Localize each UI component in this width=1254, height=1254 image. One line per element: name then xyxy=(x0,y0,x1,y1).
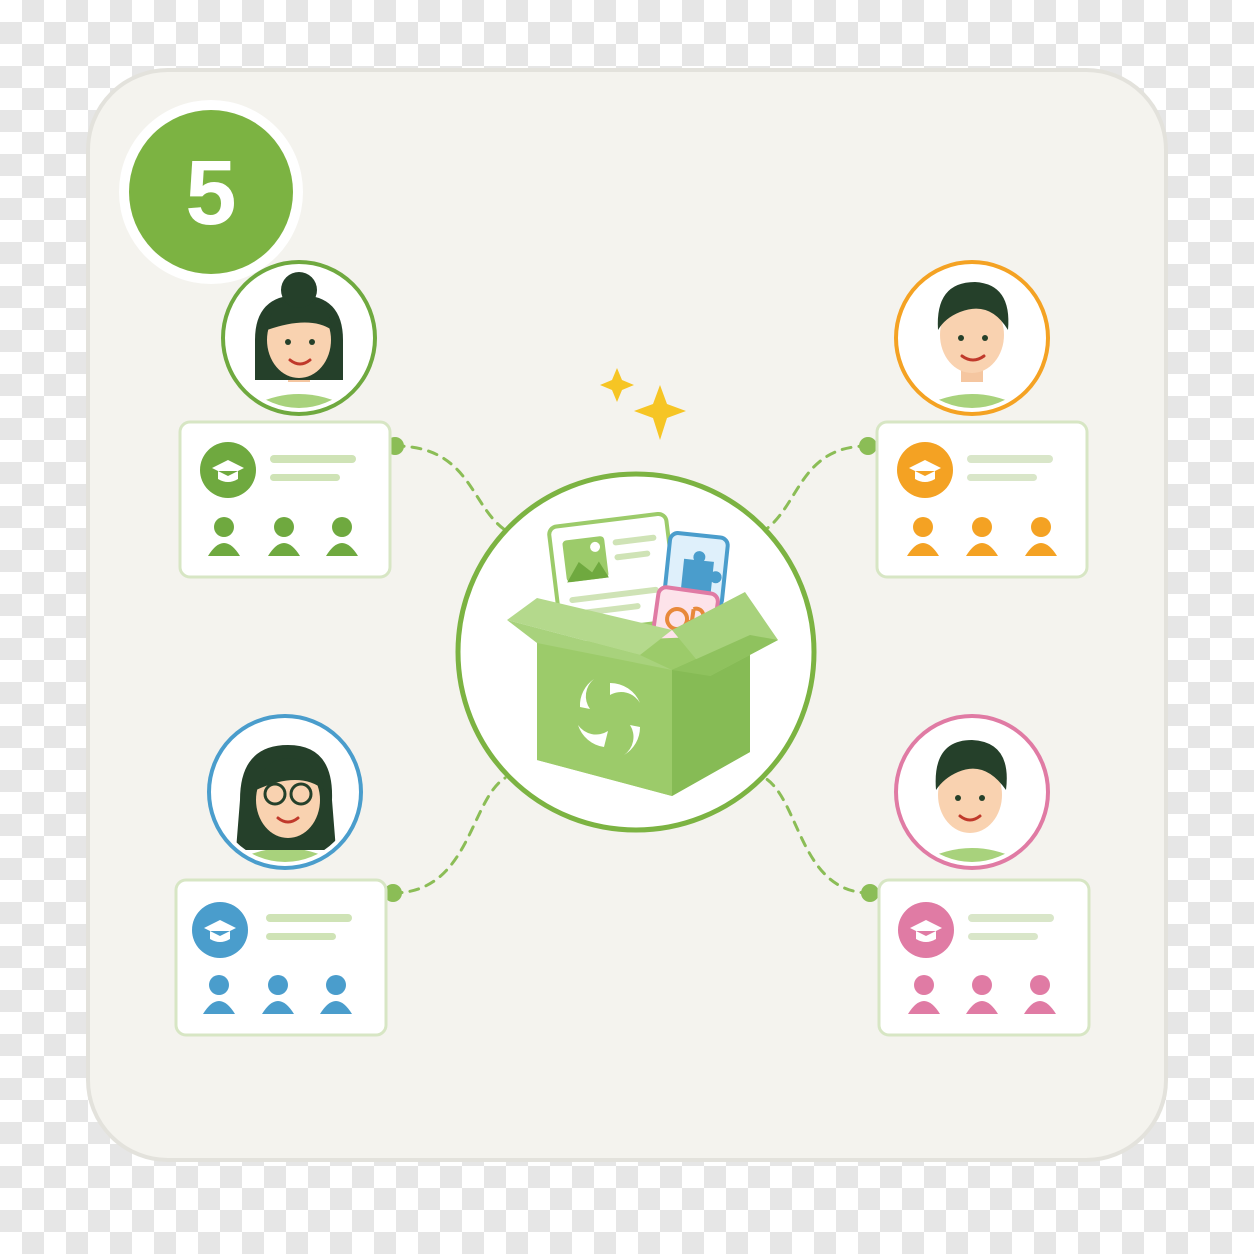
connector-dot xyxy=(384,884,402,902)
step-number: 5 xyxy=(185,142,236,244)
connector-top-right xyxy=(763,444,870,532)
learner-card-bottom-left xyxy=(174,714,388,1037)
package-box-icon xyxy=(507,592,778,796)
connector-top-left xyxy=(393,444,507,532)
people-icons xyxy=(208,517,358,556)
swirl-logo-icon xyxy=(578,679,641,755)
avatar-woman-glasses xyxy=(207,714,363,870)
connector-dot xyxy=(859,437,877,455)
sparkle-icon xyxy=(600,368,686,440)
avatar-man xyxy=(894,260,1050,416)
learner-card-top-right xyxy=(875,260,1089,579)
connector-bottom-right xyxy=(763,776,872,895)
learner-card-top-left xyxy=(178,260,392,579)
connector-bottom-left xyxy=(391,776,507,895)
people-icons xyxy=(907,517,1057,556)
resource-hub xyxy=(455,471,817,833)
connector-dot xyxy=(861,884,879,902)
learner-card-bottom-right xyxy=(877,714,1091,1037)
connectors xyxy=(391,444,872,895)
step-badge: 5 xyxy=(119,100,303,284)
people-icons xyxy=(908,975,1056,1014)
people-icons xyxy=(203,975,352,1014)
avatar-woman-bun xyxy=(221,260,377,416)
avatar-boy xyxy=(894,714,1050,870)
image-document-icon xyxy=(547,511,680,636)
